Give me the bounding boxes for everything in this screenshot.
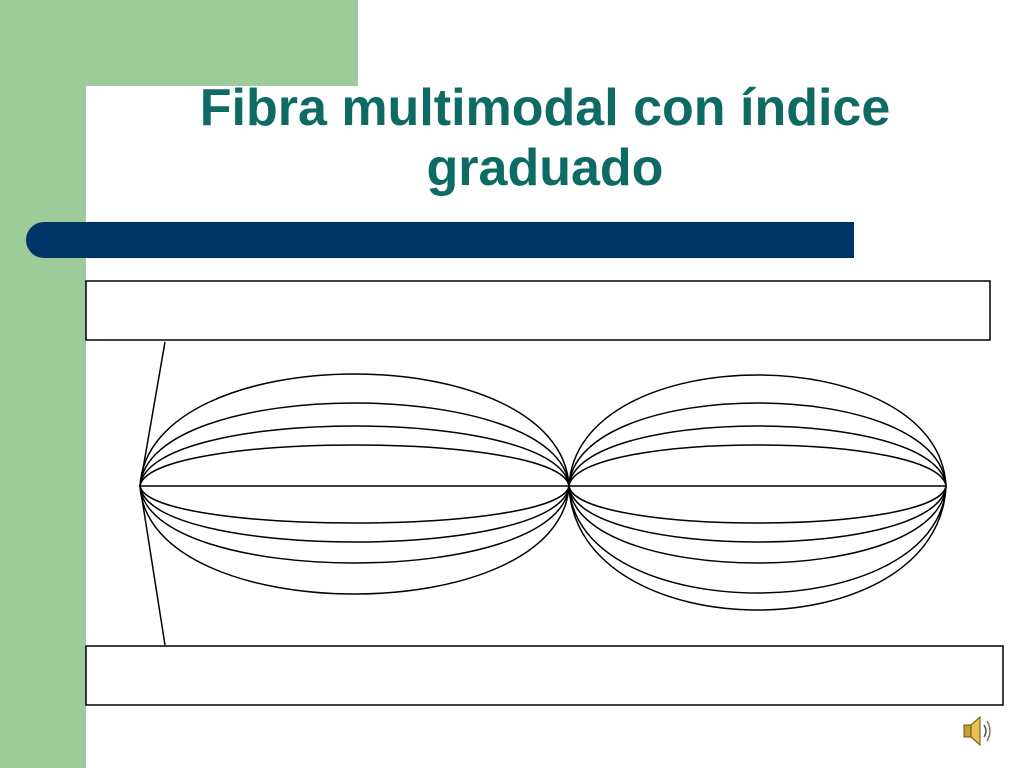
light-ray-section-1-9 bbox=[139, 485, 570, 595]
light-ray-section-2-2 bbox=[568, 402, 947, 487]
light-ray-section-2-6 bbox=[568, 485, 947, 524]
light-ray-section-2-4 bbox=[568, 444, 947, 487]
decorative-rounded-corner bbox=[86, 86, 166, 166]
light-ray-section-1-4 bbox=[139, 444, 570, 487]
light-ray-section-2-3 bbox=[568, 425, 947, 487]
light-ray-section-1-6 bbox=[139, 485, 570, 524]
light-ray-section-2-7 bbox=[568, 485, 947, 543]
light-ray-section-1-1 bbox=[139, 373, 570, 487]
light-ray-section-2-8 bbox=[568, 485, 947, 564]
slide-title: Fibra multimodal con índice graduado bbox=[199, 79, 891, 197]
light-rays-group bbox=[139, 373, 947, 611]
light-ray-section-1-3 bbox=[139, 425, 570, 487]
title-underline-bar bbox=[26, 222, 854, 258]
light-ray-section-1-8 bbox=[139, 485, 570, 564]
speaker-icon[interactable] bbox=[962, 714, 994, 748]
light-ray-section-2-1 bbox=[568, 374, 947, 487]
decorative-green-side-panel bbox=[0, 0, 86, 768]
acceptance-cone-upper bbox=[139, 341, 166, 487]
fiber-cladding-top bbox=[85, 280, 991, 341]
light-ray-section-2-9 bbox=[568, 485, 947, 594]
decorative-green-top-panel bbox=[0, 0, 358, 86]
light-ray-section-2-10 bbox=[568, 485, 947, 611]
light-ray-section-1-7 bbox=[139, 485, 570, 543]
acceptance-cone-lower bbox=[139, 485, 166, 646]
light-ray-section-1-2 bbox=[139, 402, 570, 487]
fiber-cladding-bottom bbox=[85, 645, 1004, 706]
